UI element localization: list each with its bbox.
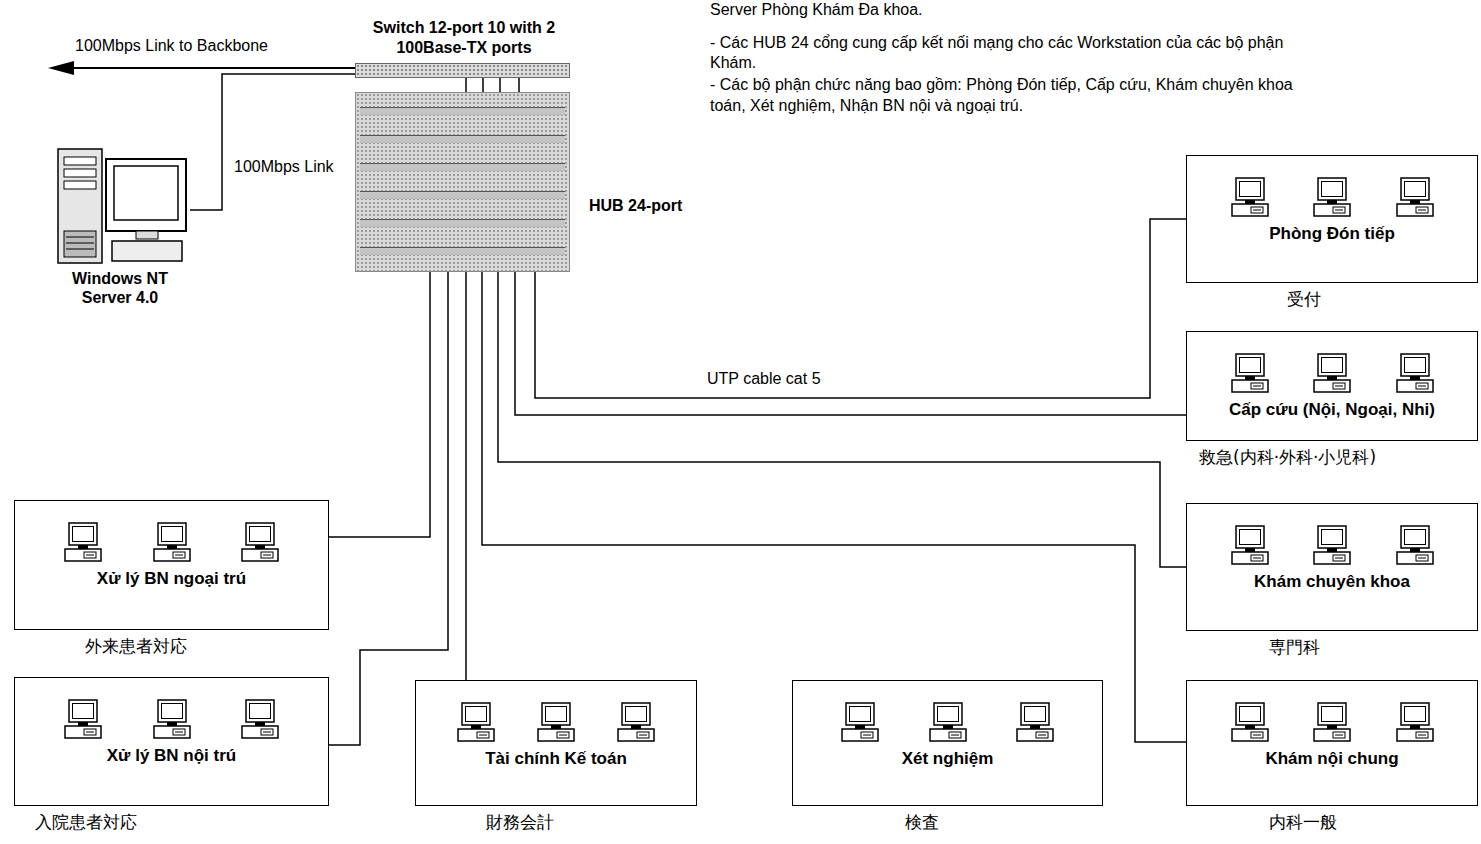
cable-label: UTP cable cat 5 bbox=[705, 370, 823, 388]
department-name: Tài chính Kế toán bbox=[485, 749, 627, 769]
hub-port-row bbox=[360, 247, 565, 255]
workstation-icon bbox=[1395, 701, 1435, 743]
workstation-icon bbox=[840, 701, 880, 743]
workstation-row bbox=[416, 701, 696, 743]
hub-port-row bbox=[360, 219, 565, 227]
network-cable bbox=[535, 219, 1186, 398]
workstation-icon bbox=[1395, 176, 1435, 218]
patch-line bbox=[499, 78, 501, 92]
handwritten-note: 救急(内科·外科·小児科) bbox=[1199, 448, 1376, 467]
workstation-icon bbox=[63, 698, 103, 740]
handwritten-note: 財務会計 bbox=[486, 813, 554, 832]
network-cable bbox=[329, 272, 430, 537]
workstation-icon bbox=[456, 701, 496, 743]
department-box: Tài chính Kế toán財務会計 bbox=[415, 680, 697, 806]
workstation-row bbox=[1187, 524, 1477, 566]
note-text: - Các HUB 24 cổng cung cấp kết nối mạng … bbox=[710, 33, 1283, 52]
department-name: Xét nghiệm bbox=[902, 749, 994, 769]
server-label: Windows NT Server 4.0 bbox=[50, 269, 190, 307]
server-box: Windows NT Server 4.0 bbox=[50, 145, 190, 317]
workstation-icon bbox=[1230, 524, 1270, 566]
handwritten-note: 受付 bbox=[1287, 290, 1321, 309]
workstation-icon bbox=[240, 521, 280, 563]
department-name: Xử lý BN ngoại trú bbox=[97, 569, 246, 589]
department-box: Xử lý BN ngoại trú外来患者対応 bbox=[14, 500, 329, 630]
network-cable bbox=[482, 272, 1186, 742]
backbone-link bbox=[62, 67, 355, 69]
workstation-icon bbox=[1395, 524, 1435, 566]
handwritten-note: 入院患者対応 bbox=[35, 813, 137, 832]
hub-port-row bbox=[360, 163, 565, 171]
department-box: Xử lý BN nội trú入院患者対応 bbox=[14, 677, 329, 806]
department-name: Khám chuyên khoa bbox=[1254, 572, 1410, 592]
workstation-icon bbox=[152, 698, 192, 740]
network-cable bbox=[515, 272, 1186, 415]
workstation-icon bbox=[1230, 352, 1270, 394]
note-text: - Các bộ phận chức năng bao gồm: Phòng Đ… bbox=[710, 75, 1293, 94]
hub-box: HUB 24-port bbox=[355, 92, 570, 272]
hub-port-row bbox=[360, 135, 565, 143]
handwritten-note: 検査 bbox=[905, 813, 939, 832]
link-label: 100Mbps Link to Backbone bbox=[75, 36, 268, 55]
handwritten-note: 専門科 bbox=[1269, 638, 1320, 657]
cable-label: 100Mbps Link bbox=[232, 158, 336, 176]
workstation-icon bbox=[1312, 701, 1352, 743]
note-text: Server Phòng Khám Đa khoa. bbox=[710, 0, 923, 19]
workstation-icon bbox=[928, 701, 968, 743]
network-cable bbox=[190, 74, 355, 210]
workstation-icon bbox=[240, 698, 280, 740]
network-cable bbox=[498, 272, 1186, 567]
workstation-icon bbox=[1312, 176, 1352, 218]
workstation-icon bbox=[152, 521, 192, 563]
server-icon bbox=[50, 145, 190, 265]
workstation-row bbox=[1187, 176, 1477, 218]
handwritten-note: 内科一般 bbox=[1269, 813, 1337, 832]
hub-port-row bbox=[360, 191, 565, 199]
workstation-row bbox=[1187, 352, 1477, 394]
workstation-icon bbox=[616, 701, 656, 743]
workstation-row bbox=[15, 698, 328, 740]
department-box: Cấp cứu (Nội, Ngoại, Nhi)救急(内科·外科·小児科) bbox=[1186, 331, 1478, 441]
network-cable bbox=[329, 272, 448, 745]
workstation-icon bbox=[1230, 176, 1270, 218]
department-box: Xét nghiệm検査 bbox=[792, 680, 1103, 806]
workstation-row bbox=[793, 701, 1102, 743]
device-label: HUB 24-port bbox=[589, 197, 682, 215]
workstation-row bbox=[1187, 701, 1477, 743]
network-cable bbox=[465, 78, 467, 92]
network-cable bbox=[465, 272, 467, 680]
department-name: Khám nội chung bbox=[1265, 749, 1398, 769]
department-box: Phòng Đón tiếp受付 bbox=[1186, 155, 1478, 283]
workstation-icon bbox=[1312, 524, 1352, 566]
patch-line bbox=[482, 78, 484, 92]
workstation-icon bbox=[1015, 701, 1055, 743]
handwritten-note: 外来患者対応 bbox=[85, 637, 187, 656]
hub-port-row bbox=[360, 107, 565, 115]
note-text: toán, Xét nghiệm, Nhận BN nội và ngoại t… bbox=[710, 96, 1023, 115]
note-text: Khám. bbox=[710, 53, 756, 72]
workstation-icon bbox=[63, 521, 103, 563]
workstation-icon bbox=[536, 701, 576, 743]
department-box: Khám chuyên khoa専門科 bbox=[1186, 503, 1478, 631]
patch-line bbox=[518, 78, 520, 92]
department-box: Khám nội chung内科一般 bbox=[1186, 680, 1478, 806]
device-label: Switch 12-port 10 with 2 100Base-TX port… bbox=[348, 18, 580, 58]
department-name: Cấp cứu (Nội, Ngoại, Nhi) bbox=[1229, 400, 1435, 420]
department-name: Xử lý BN nội trú bbox=[107, 746, 236, 766]
workstation-icon bbox=[1312, 352, 1352, 394]
department-name: Phòng Đón tiếp bbox=[1269, 224, 1395, 244]
backbone-arrowhead bbox=[48, 61, 74, 75]
workstation-row bbox=[15, 521, 328, 563]
workstation-icon bbox=[1395, 352, 1435, 394]
workstation-icon bbox=[1230, 701, 1270, 743]
switch-box: Switch 12-port 10 with 2 100Base-TX port… bbox=[355, 63, 570, 78]
